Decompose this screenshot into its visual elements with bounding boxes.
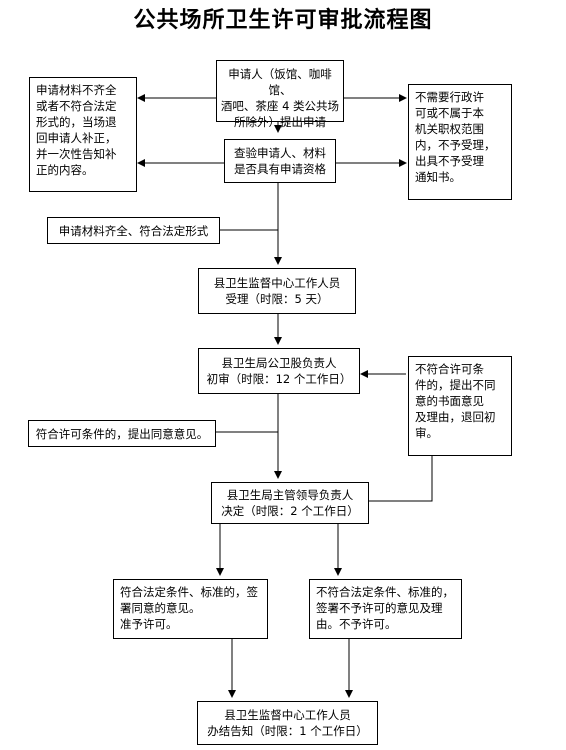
node-complete: 申请材料齐全、符合法定形式 [47,217,220,244]
node-check: 查验申请人、材料 是否具有申请资格 [224,139,336,183]
node-incomplete: 申请材料不齐全 或者不符合法定 形式的，当场退 回申请人补正， 并一次性告知补 … [29,77,137,192]
node-not-meet-return: 不符合许可条 件的，提出不同 意的书面意见 及理由，退回初 审。 [408,356,512,456]
node-accept: 县卫生监督中心工作人员 受理（时限：5 天） [198,268,356,314]
node-grant: 符合法定条件、标准的，签 署同意的意见。 准予许可。 [113,579,268,639]
line-decision-to-return [369,456,433,502]
node-apply: 申请人（饭馆、咖啡馆、 酒吧、茶座 4 类公共场 所除外）提出申请 [216,60,344,129]
page-title: 公共场所卫生许可审批流程图 [133,7,433,33]
node-decision: 县卫生局主管领导负责人 决定（时限：2 个工作日） [211,482,369,524]
node-meet-agree: 符合许可条件的，提出同意意见。 [28,420,216,447]
node-deny: 不符合法定条件、标准的， 签署不予许可的意见及理 由。不予许可。 [309,579,462,639]
node-notify: 县卫生监督中心工作人员 办结告知（时限：1 个工作日） [197,701,378,745]
node-first-review: 县卫生局公卫股负责人 初审（时限：12 个工作日） [198,348,360,394]
node-not-required: 不需要行政许 可或不属于本 机关职权范围 内，不予受理， 出具不予受理 通知书。 [408,84,512,200]
